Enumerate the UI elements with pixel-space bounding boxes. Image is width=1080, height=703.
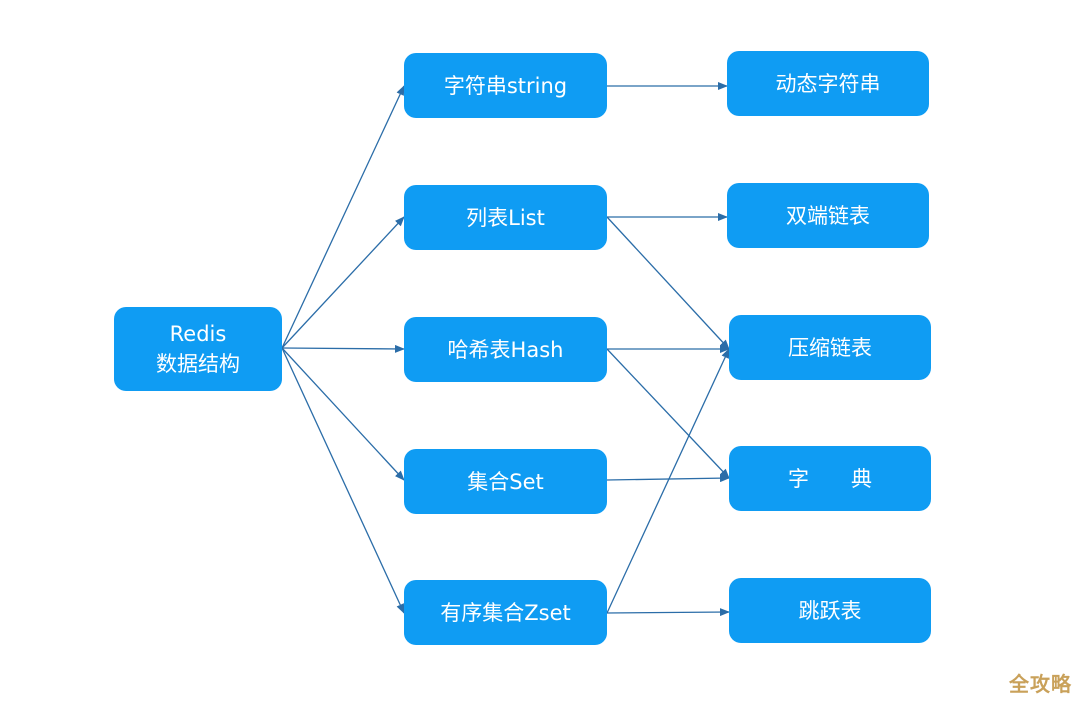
edge-root-to-string <box>281 85 405 349</box>
edge-set-to-dict <box>606 474 730 483</box>
node-redis-data-structures[interactable]: Redis 数据结构 <box>114 307 282 391</box>
edge-zset-to-skiplist <box>606 608 730 617</box>
edge-root-to-zset <box>281 347 405 614</box>
node-list[interactable]: 列表List <box>404 185 607 250</box>
node-skiplist[interactable]: 跳跃表 <box>729 578 931 643</box>
node-set-label: 集合Set <box>467 469 544 494</box>
node-doubly-linked-list-label: 双端链表 <box>786 203 870 228</box>
edge-zset-to-ziplist <box>606 348 730 614</box>
node-ziplist-label: 压缩链表 <box>788 335 872 360</box>
node-redis-line1: Redis <box>169 322 227 346</box>
node-doubly-linked-list[interactable]: 双端链表 <box>727 183 929 248</box>
node-list-label: 列表List <box>466 205 545 230</box>
node-hash-label: 哈希表Hash <box>447 337 564 362</box>
node-ziplist[interactable]: 压缩链表 <box>729 315 931 380</box>
edges-layer <box>281 82 730 617</box>
node-redis-line2: 数据结构 <box>156 352 240 376</box>
node-string-label: 字符串string <box>443 73 568 98</box>
edge-hash-to-dict <box>606 348 730 479</box>
edge-root-to-set <box>281 347 405 481</box>
node-dynamic-string[interactable]: 动态字符串 <box>727 51 929 116</box>
node-zset-label: 有序集合Zset <box>440 600 571 625</box>
node-dict-label: 字 典 <box>788 466 872 491</box>
edge-root-to-hash <box>281 344 405 353</box>
watermark-logo: 全攻略 <box>1009 672 1072 696</box>
node-skiplist-label: 跳跃表 <box>798 598 862 623</box>
node-zset[interactable]: 有序集合Zset <box>404 580 607 645</box>
node-dict[interactable]: 字 典 <box>729 446 931 511</box>
node-hash[interactable]: 哈希表Hash <box>404 317 607 382</box>
edge-list-to-ziplist <box>606 216 730 350</box>
node-string[interactable]: 字符串string <box>404 53 607 118</box>
node-dynamic-string-label: 动态字符串 <box>775 71 881 96</box>
edge-root-to-list <box>281 216 405 349</box>
node-set[interactable]: 集合Set <box>404 449 607 514</box>
